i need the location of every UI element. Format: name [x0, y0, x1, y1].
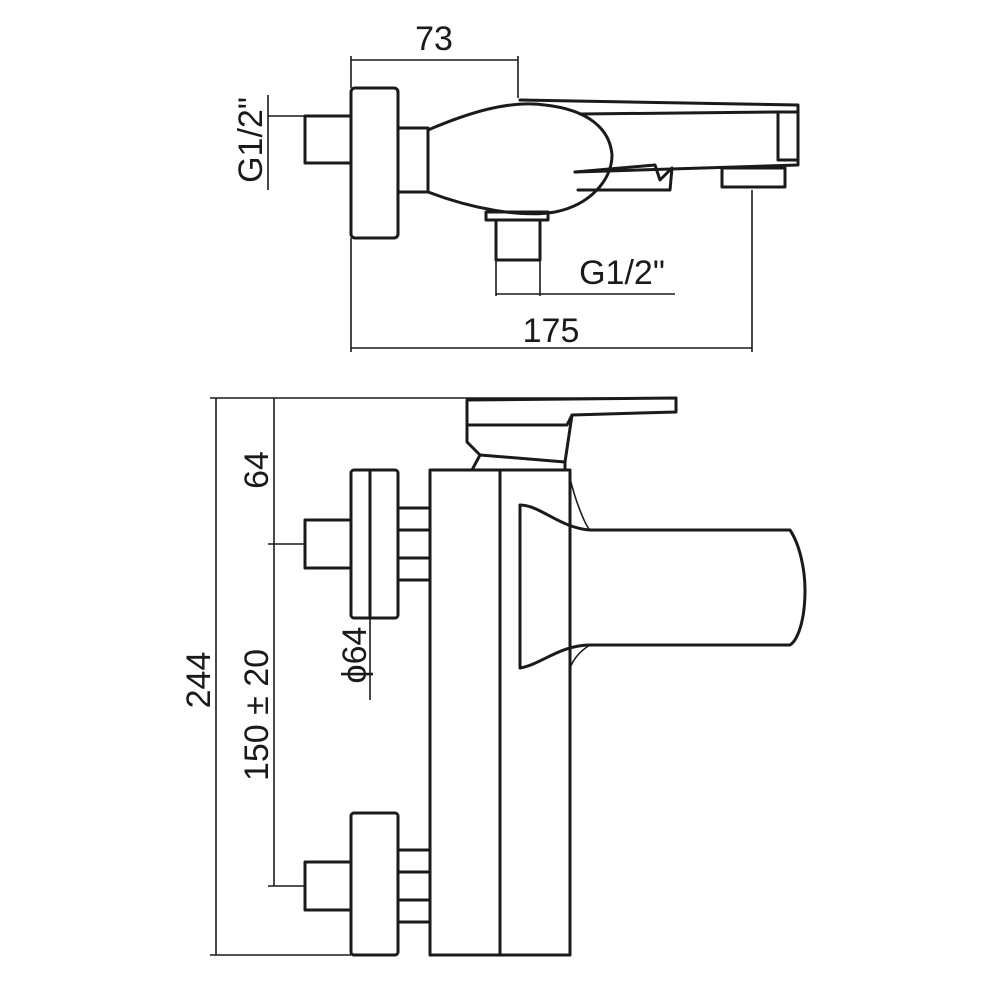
front-upper-nut [396, 506, 432, 582]
top-inlet-pipe [303, 114, 353, 165]
dim-label-73: 73 [415, 20, 453, 58]
dim-label-diameter: ϕ64 [336, 627, 374, 684]
front-lower-nut [396, 848, 432, 924]
front-lower-flange [349, 811, 400, 957]
top-view: 73 G1/2" G1/2" 175 [232, 20, 800, 352]
front-upper-pipe [303, 518, 353, 570]
front-view: 244 64 150 ± 20 ϕ64 [180, 396, 807, 957]
thread-label-inlet: G1/2" [232, 97, 270, 183]
dim-label-244: 244 [180, 652, 218, 709]
top-spout-inner-line [578, 110, 780, 116]
dim-label-175: 175 [523, 312, 580, 350]
top-outlet-pipe [494, 218, 542, 262]
top-wall-flange [349, 86, 400, 240]
dim-label-64: 64 [238, 451, 276, 489]
front-spout [518, 503, 807, 670]
front-lever-shank [465, 413, 574, 464]
top-aerator [720, 166, 787, 189]
front-upper-flange [349, 468, 400, 620]
top-mixer-body [426, 102, 614, 216]
top-lever-slot [573, 163, 674, 192]
dim-label-centers: 150 ± 20 [238, 649, 276, 781]
thread-label-outlet: G1/2" [579, 254, 665, 292]
front-lower-pipe [303, 860, 353, 912]
top-spout-tip [776, 110, 800, 162]
top-nut [396, 126, 430, 194]
front-spout-outline [569, 477, 591, 669]
